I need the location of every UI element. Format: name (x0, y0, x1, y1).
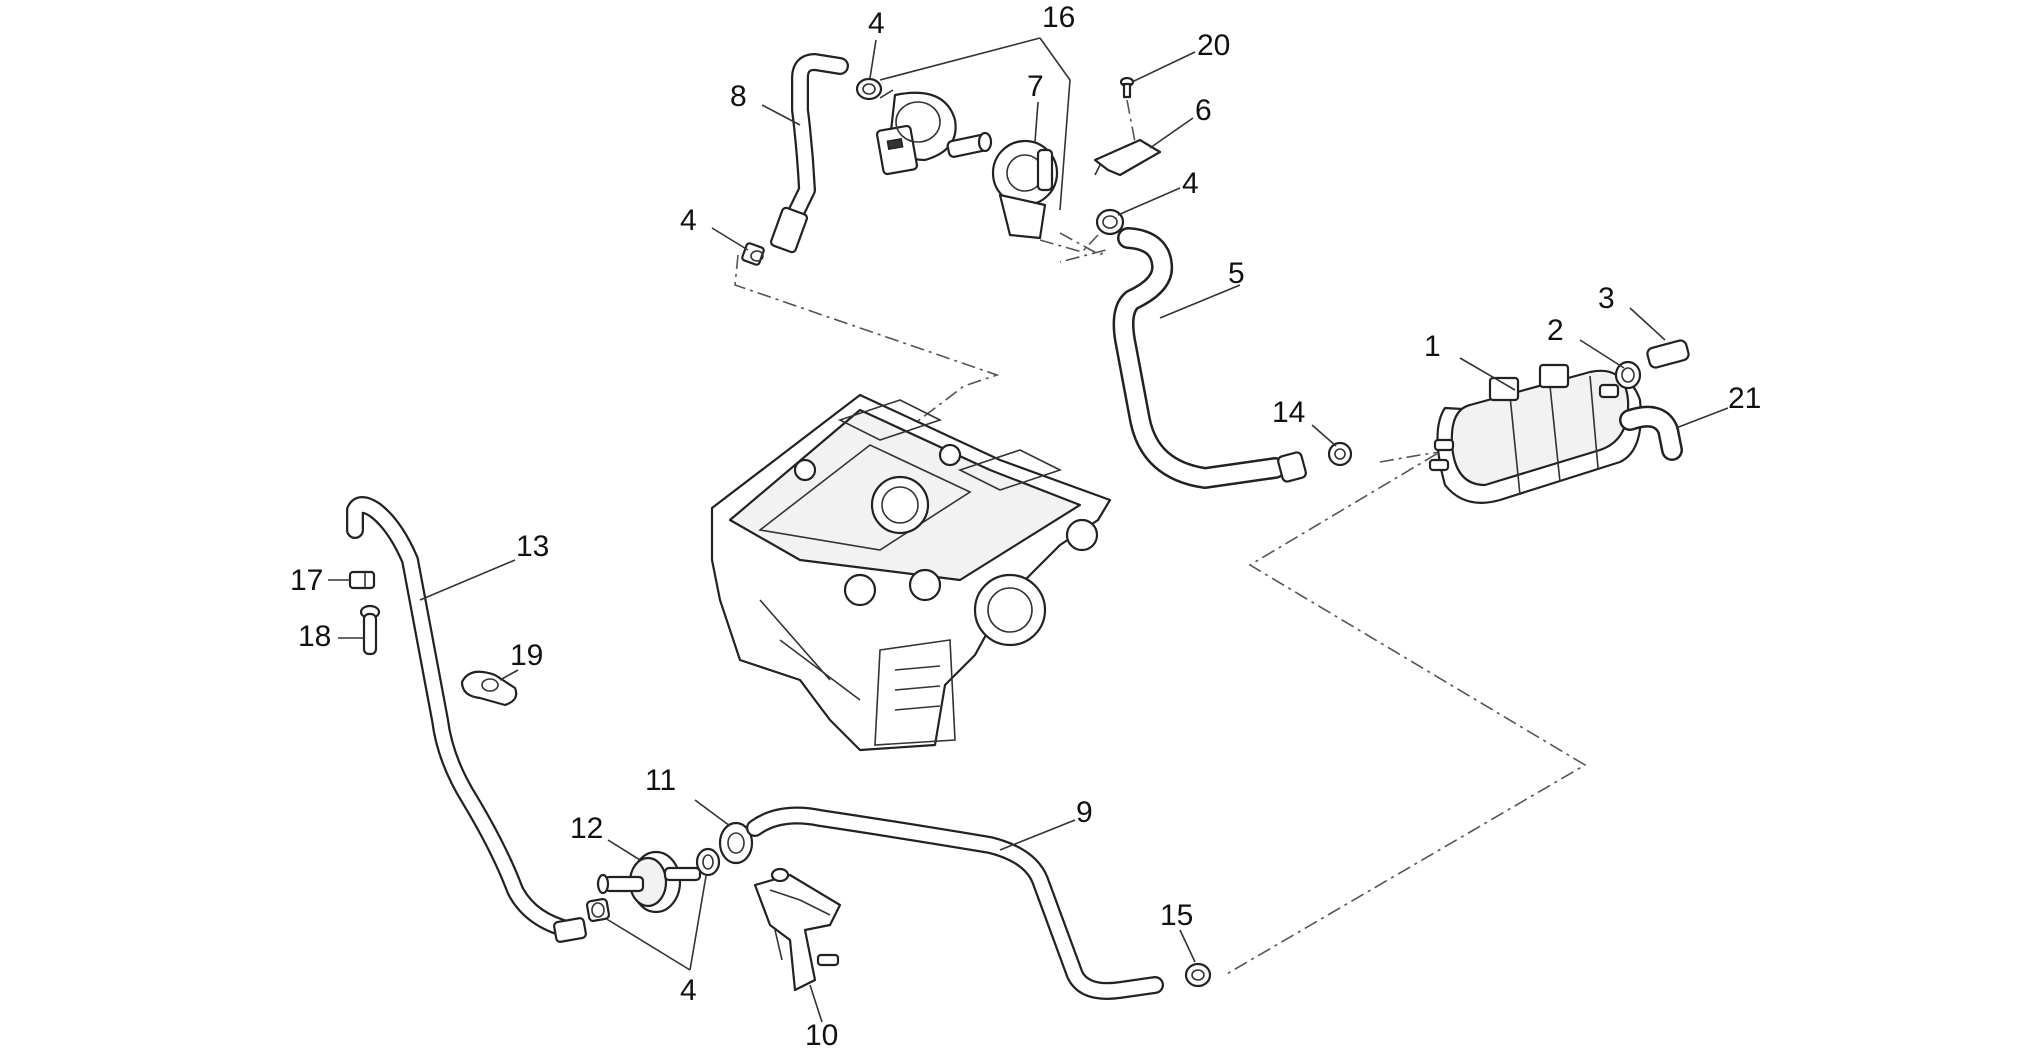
callout-20: 20 (1197, 29, 1230, 62)
hose-9 (746, 806, 1164, 1000)
callout-4-top: 4 (868, 7, 885, 40)
clamp-2 (1614, 360, 1642, 390)
elbow-hose-21 (1619, 405, 1683, 461)
hose-8 (769, 53, 849, 254)
callout-15: 15 (1160, 899, 1193, 932)
callout-19: 19 (510, 639, 543, 672)
clamp-top (855, 77, 883, 101)
hose-13 (346, 496, 587, 943)
callout-17: 17 (290, 564, 323, 597)
callout-11: 11 (645, 764, 676, 797)
check-valve (596, 850, 702, 914)
solenoid-valve (875, 89, 993, 176)
callout-2: 2 (1547, 314, 1564, 347)
callout-labels: 16 4 8 7 20 6 4 4 5 3 2 1 21 14 13 17 18… (290, 1, 1761, 1048)
callout-14: 14 (1272, 396, 1305, 429)
callout-21: 21 (1728, 382, 1761, 415)
callout-16: 16 (1042, 1, 1075, 34)
callout-13: 13 (516, 530, 549, 563)
cap-17 (348, 570, 376, 590)
clamp-left (741, 242, 765, 266)
clamp-right (1095, 208, 1125, 236)
callout-6: 6 (1195, 94, 1212, 127)
tube-3 (1646, 339, 1690, 369)
charcoal-canister (1428, 363, 1642, 504)
callout-3: 3 (1598, 282, 1615, 315)
callout-9: 9 (1076, 796, 1093, 829)
clamp-15 (1184, 962, 1212, 988)
screw-20 (1119, 76, 1136, 143)
plate-bracket-6 (1093, 138, 1162, 177)
callout-5: 5 (1228, 257, 1245, 290)
callout-7: 7 (1027, 70, 1044, 103)
plug-18 (359, 604, 381, 656)
clamp-bottom-middle (695, 847, 721, 877)
grommet-11 (718, 821, 754, 865)
callout-8: 8 (730, 80, 747, 113)
callout-10: 10 (805, 1019, 838, 1048)
mounting-bracket-10 (753, 867, 842, 992)
callout-18: 18 (298, 620, 331, 653)
callout-1: 1 (1424, 330, 1441, 363)
callout-12: 12 (570, 812, 603, 845)
clip-19 (460, 670, 518, 707)
clamp-14 (1327, 441, 1353, 467)
cylinder-head (710, 393, 1112, 752)
callout-4-bottom: 4 (680, 974, 697, 1007)
callout-4-left: 4 (680, 204, 697, 237)
leader-lines (328, 37, 1729, 1023)
valve-bracket (991, 139, 1059, 240)
callout-4-right: 4 (1182, 167, 1199, 200)
hose-5 (1112, 227, 1307, 489)
clamp-bottom-left (585, 897, 611, 923)
